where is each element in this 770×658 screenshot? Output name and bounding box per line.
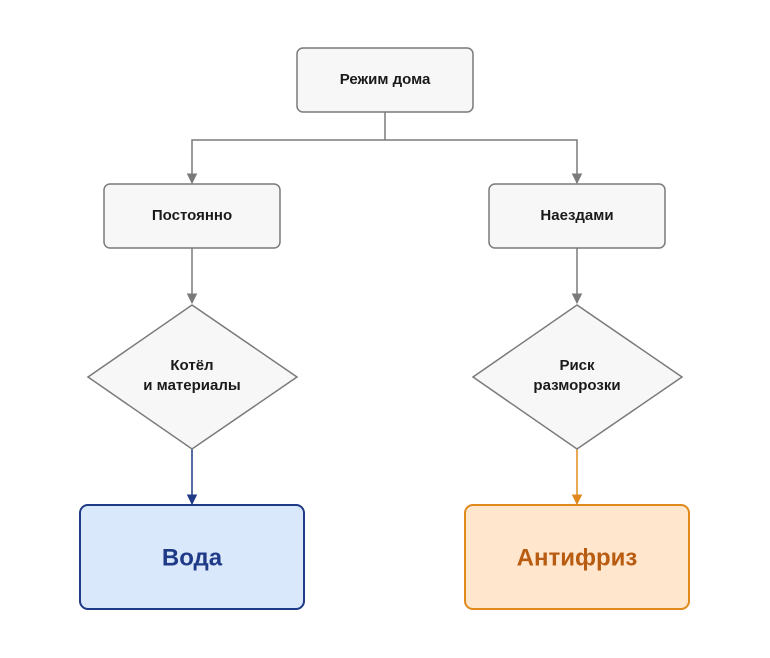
decision-right-diamond <box>471 304 684 450</box>
decision-right-line2: разморозки <box>533 377 620 394</box>
node-permanent-label: Постоянно <box>152 207 232 224</box>
connector-root-to-occasional <box>385 139 583 185</box>
node-occasional[interactable]: Наездами <box>488 183 666 249</box>
decision-left-line1: Котёл <box>170 357 213 374</box>
decision-right[interactable]: Риск разморозки <box>471 304 684 450</box>
connectors <box>186 112 583 506</box>
result-antifreeze-box <box>464 504 690 610</box>
node-occasional-box <box>488 183 666 249</box>
decision-right-line1: Риск <box>559 357 595 374</box>
node-permanent-box <box>103 183 281 249</box>
result-antifreeze[interactable]: Антифриз <box>464 504 690 610</box>
decision-left-line2: и материалы <box>143 377 240 394</box>
node-root-label: Режим дома <box>340 71 431 88</box>
decision-left-diamond <box>86 304 299 450</box>
result-antifreeze-label: Антифриз <box>517 544 638 571</box>
result-water-box <box>79 504 305 610</box>
node-occasional-label: Наездами <box>540 207 613 224</box>
decision-left[interactable]: Котёл и материалы <box>86 304 299 450</box>
result-water[interactable]: Вода <box>79 504 305 610</box>
node-root-box <box>296 47 474 113</box>
node-root[interactable]: Режим дома <box>296 47 474 113</box>
result-water-label: Вода <box>162 544 223 571</box>
connector-root-to-permanent <box>186 112 386 185</box>
node-permanent[interactable]: Постоянно <box>103 183 281 249</box>
